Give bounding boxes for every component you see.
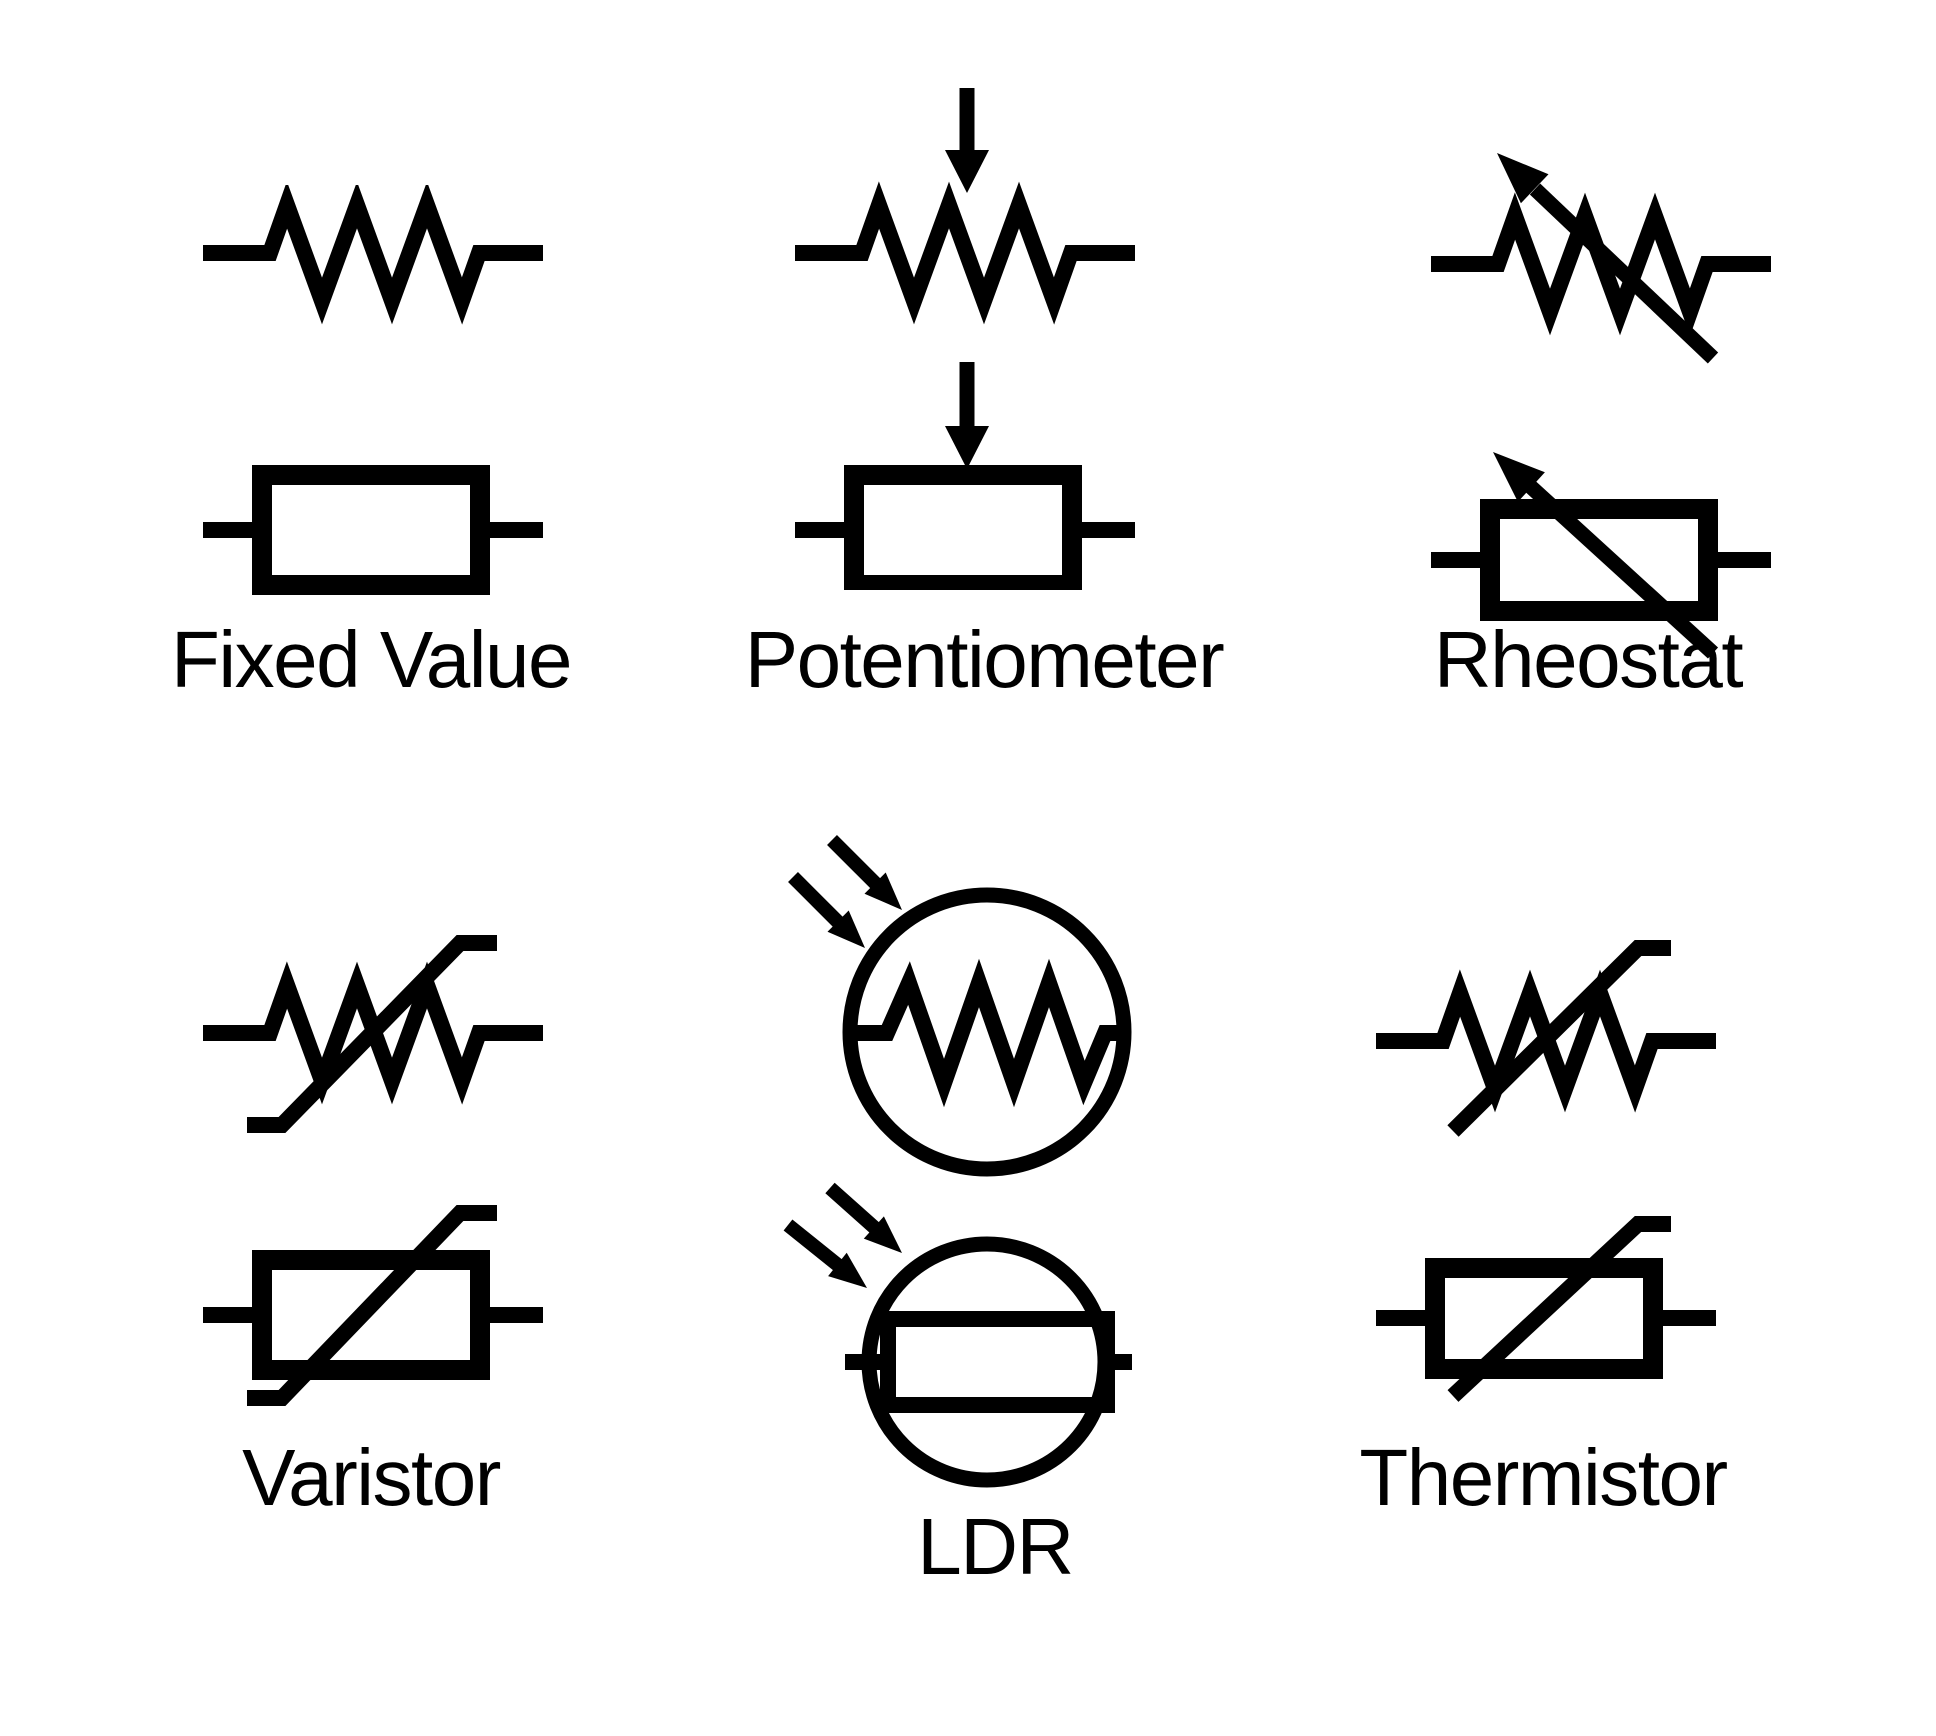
down-arrow-icon (945, 150, 989, 193)
light-arrow-shaft (788, 872, 846, 930)
diagonal-arrow-shaft (1529, 183, 1719, 364)
thermistor-zigzag-symbol (1376, 940, 1716, 1137)
potentiometer-label: Potentiometer (744, 615, 1225, 704)
rectangle-resistor-icon (1480, 499, 1718, 621)
rheostat-rectangle-symbol (1431, 452, 1771, 659)
rheostat-label: Rheostat (1433, 615, 1744, 704)
potentiometer-rectangle-symbol (795, 362, 1135, 590)
light-arrow-icon (828, 1252, 867, 1288)
up-left-arrow-icon (1497, 153, 1549, 204)
bent-diagonal-line (1447, 940, 1671, 1137)
fixed-value-rectangle-symbol (203, 465, 543, 595)
ldr-rectangle-symbol (783, 1182, 1132, 1488)
light-arrow-shaft (783, 1219, 844, 1272)
component-circle (861, 1236, 1113, 1488)
down-arrow-icon (945, 426, 989, 469)
zigzag-resistor-icon (1431, 192, 1771, 336)
varistor-zigzag-symbol (203, 935, 543, 1133)
hooked-diagonal-line (247, 1205, 497, 1406)
up-left-arrow-icon (1493, 452, 1545, 502)
diagonal-arrow-shaft (1525, 481, 1719, 659)
rectangle-resistor-icon (880, 1311, 1115, 1413)
zigzag-resistor-icon (795, 181, 1135, 325)
fixed-value-label: Fixed Value (170, 615, 573, 704)
light-arrow-shaft (825, 1182, 881, 1235)
rectangle-resistor-icon (252, 465, 490, 595)
varistor-label: Varistor (242, 1433, 501, 1522)
light-arrow-icon (827, 910, 865, 948)
thermistor-rectangle-symbol (1376, 1216, 1716, 1402)
fixed-value-zigzag-symbol (203, 185, 543, 325)
rectangle-resistor-icon (1425, 1258, 1663, 1379)
light-arrow-shaft (827, 835, 883, 891)
rectangle-resistor-icon (844, 465, 1082, 590)
rheostat-zigzag-symbol (1431, 153, 1771, 364)
rectangle-resistor-icon (252, 1250, 490, 1380)
light-arrow-icon (864, 872, 902, 910)
zigzag-resistor-icon (203, 185, 543, 325)
thermistor-label: Thermistor (1359, 1433, 1728, 1522)
light-arrow-icon (863, 1216, 902, 1253)
bent-diagonal-line (1447, 1216, 1671, 1402)
zigzag-resistor-icon (845, 958, 1130, 1108)
ldr-zigzag-symbol (788, 835, 1132, 1177)
ldr-label: LDR (917, 1502, 1074, 1591)
varistor-rectangle-symbol (203, 1205, 543, 1406)
hooked-diagonal-line (247, 935, 497, 1133)
potentiometer-zigzag-symbol (795, 88, 1135, 325)
